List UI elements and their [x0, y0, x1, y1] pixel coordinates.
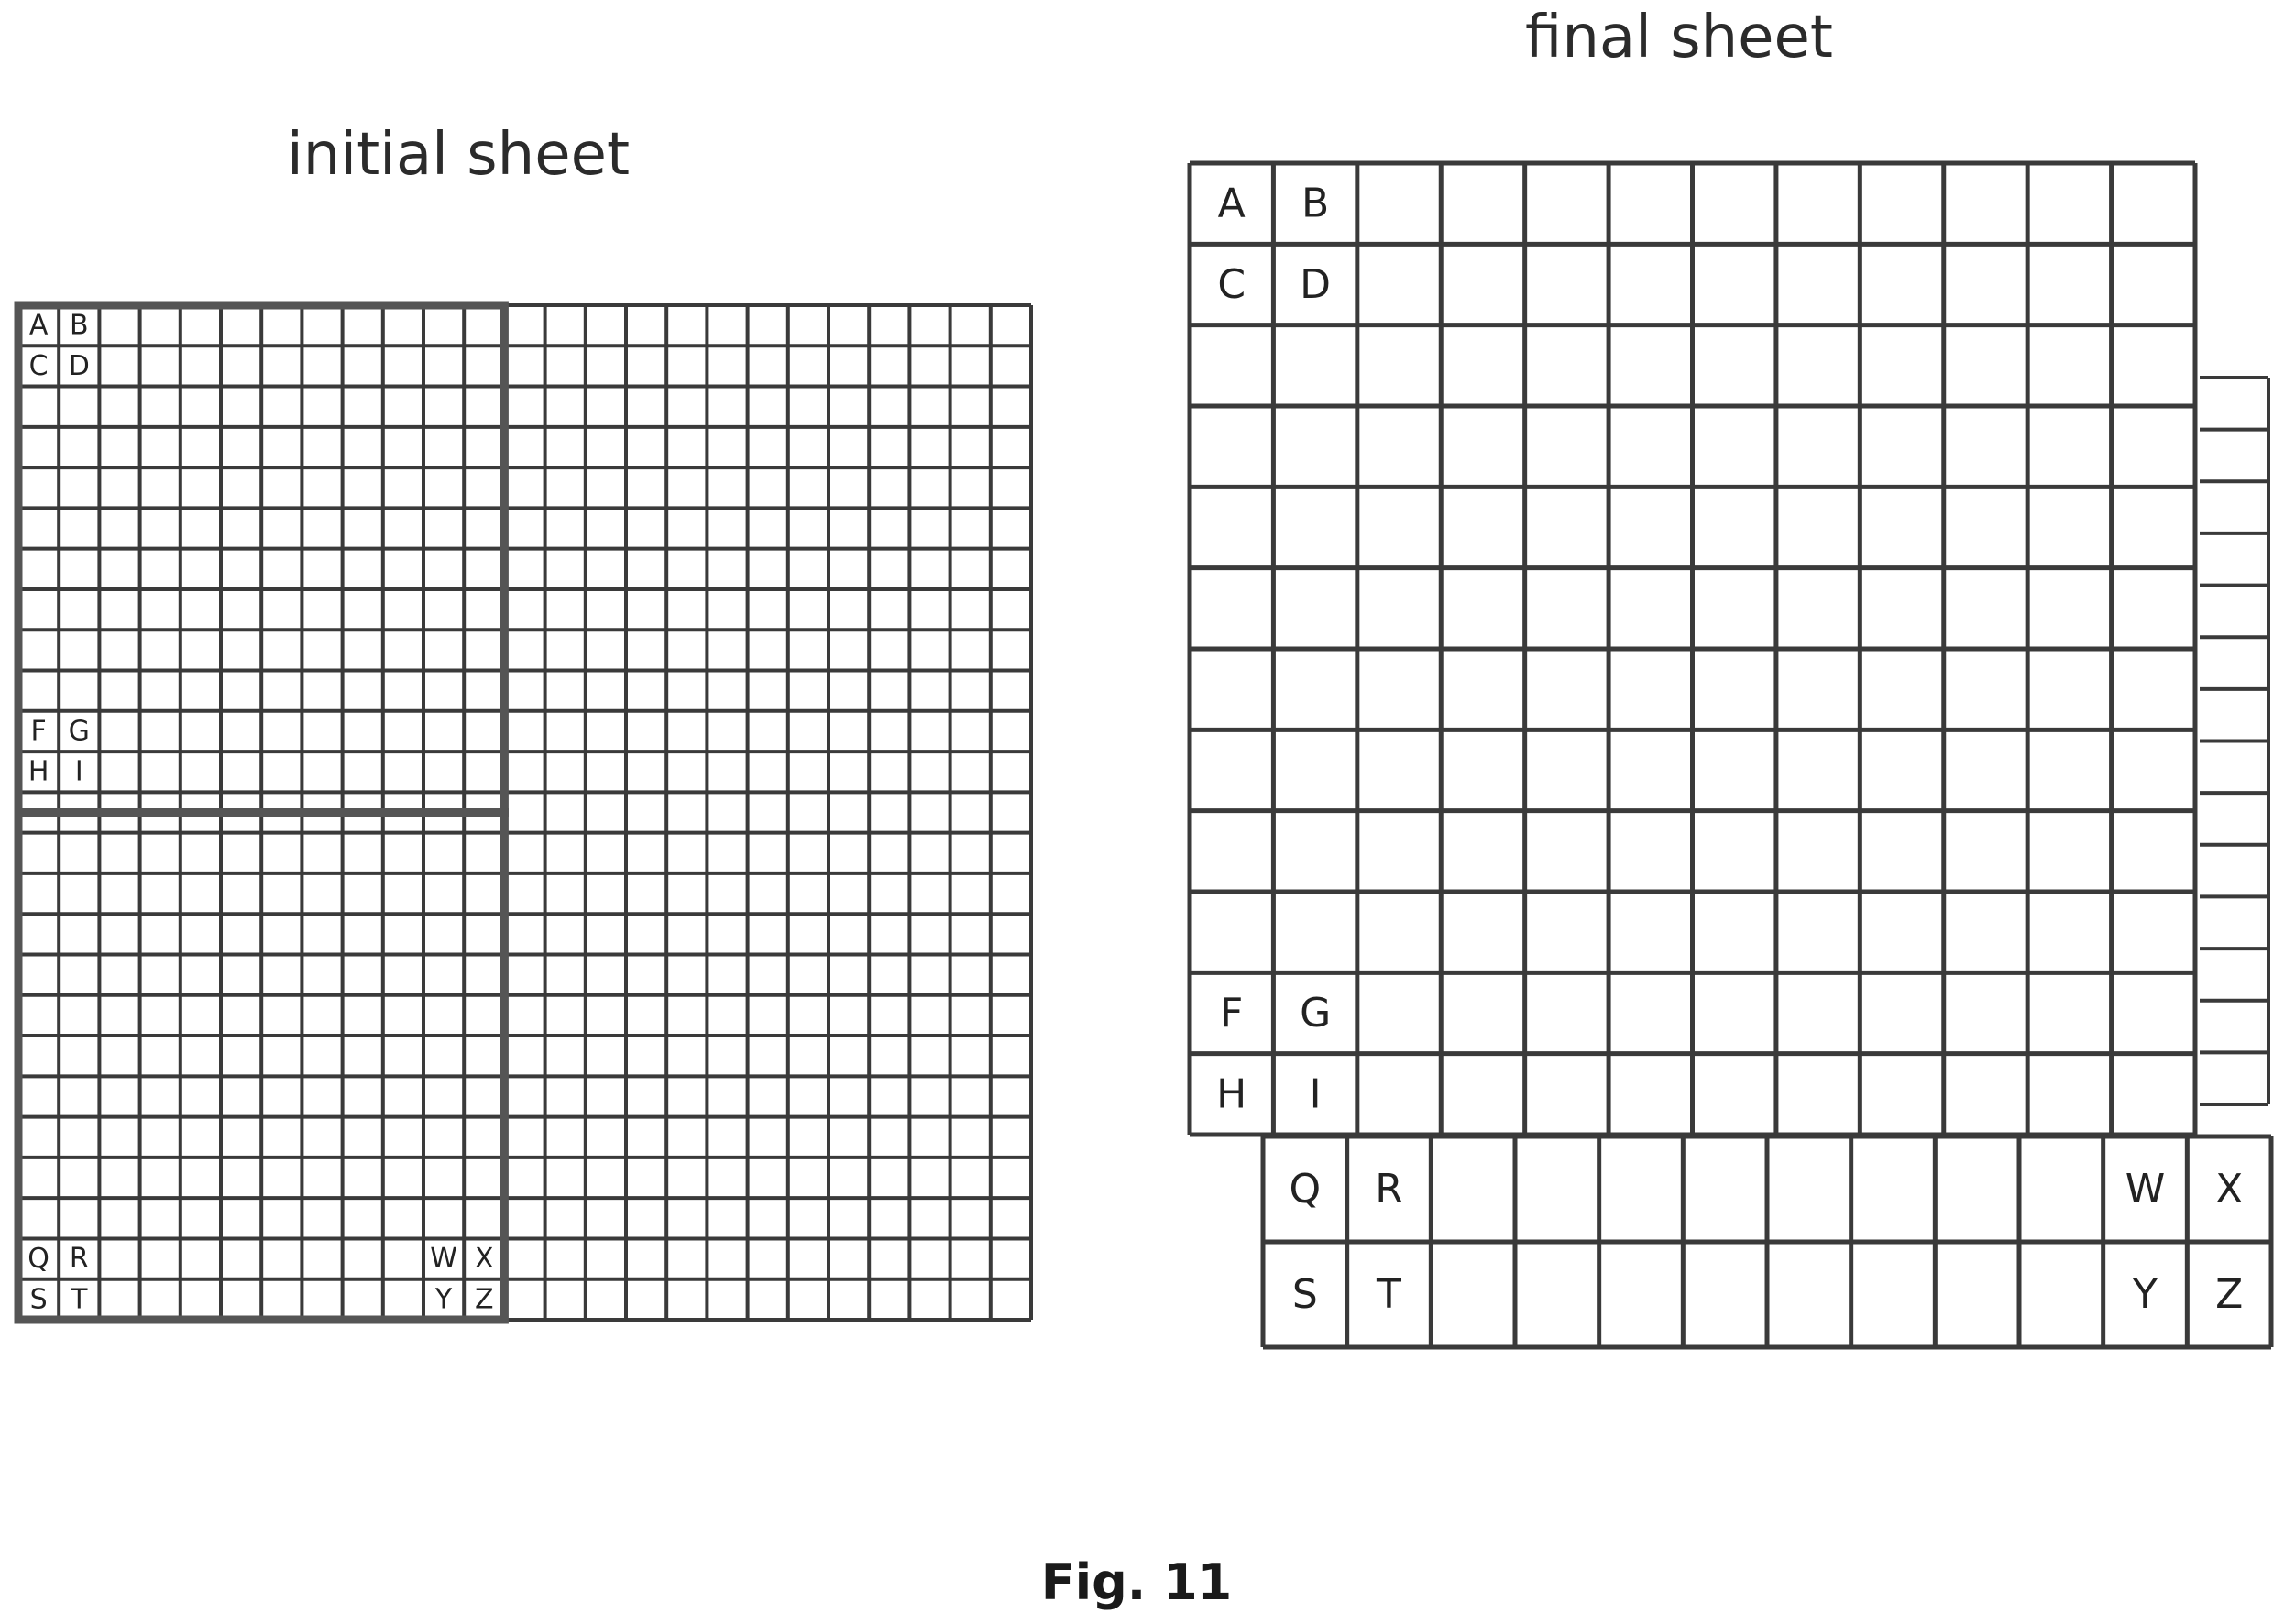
cell-label-g: G — [1300, 990, 1331, 1037]
cell-label-z: Z — [475, 1283, 494, 1315]
cell-label-t: T — [1376, 1271, 1401, 1318]
cell-label-g: G — [69, 715, 90, 747]
cell-label-c: C — [29, 350, 49, 382]
cell-label-a: A — [1218, 181, 1246, 227]
initial-sheet: ABCD FGHI QR WX ST YZ — [18, 305, 1031, 1320]
cell-label-d: D — [69, 350, 90, 382]
cell-label-s: S — [1292, 1271, 1318, 1318]
cell-label-a: A — [29, 310, 49, 342]
figure-caption: Fig. 11 — [1041, 1553, 1233, 1611]
cell-label-d: D — [1300, 261, 1331, 308]
cell-label-f: F — [30, 715, 46, 747]
final-sheet-title: final sheet — [1525, 4, 1833, 71]
cell-label-s: S — [30, 1283, 48, 1315]
cell-label-y: Y — [434, 1283, 453, 1315]
cell-label-h: H — [28, 756, 49, 788]
cell-label-y: Y — [2132, 1271, 2158, 1318]
cell-label-w: W — [2125, 1166, 2166, 1213]
cell-label-t: T — [70, 1283, 88, 1315]
initial-sheet-title: initial sheet — [287, 121, 630, 189]
cell-label-c: C — [1217, 261, 1246, 308]
cell-label-r: R — [70, 1243, 89, 1275]
cell-label-r: R — [1375, 1166, 1403, 1213]
cell-label-h: H — [1216, 1070, 1246, 1117]
cell-label-i: I — [1310, 1070, 1322, 1117]
cell-label-q: Q — [27, 1243, 49, 1275]
cell-label-z: Z — [2215, 1271, 2243, 1318]
cell-label-x: X — [2215, 1166, 2243, 1213]
cell-label-q: Q — [1290, 1166, 1322, 1213]
cell-label-i: I — [75, 756, 83, 788]
cell-label-b: B — [1301, 181, 1329, 227]
final-lower-strip-grid — [1263, 1136, 2271, 1347]
cell-label-w: W — [430, 1243, 457, 1275]
cell-label-b: B — [70, 310, 89, 342]
cell-label-f: F — [1220, 990, 1243, 1037]
cell-label-x: X — [475, 1243, 494, 1275]
final-back-strip — [2200, 378, 2268, 1104]
final-sheet: Q R W X S T Y Z A B C D F G H I — [1190, 163, 2271, 1347]
